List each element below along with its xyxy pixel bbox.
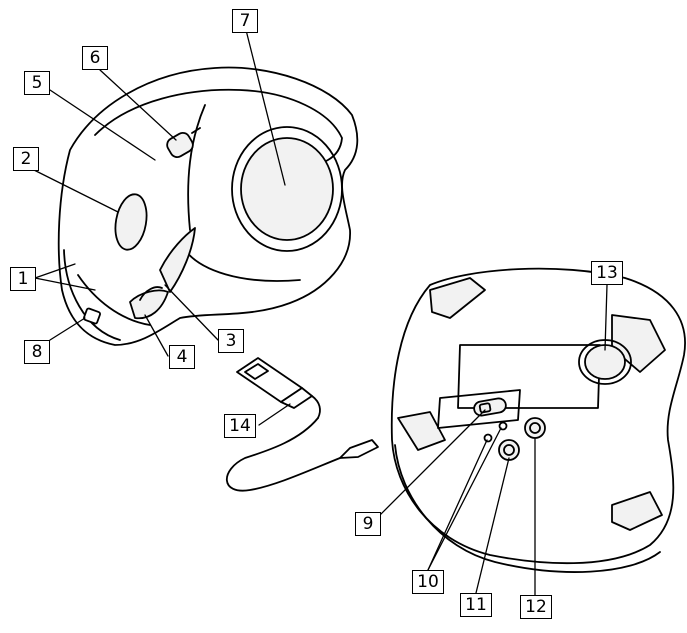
callout-8: 8 xyxy=(24,340,50,364)
mouse-top-inner-contour xyxy=(94,88,343,169)
trackball xyxy=(240,137,334,241)
power-switch-plate xyxy=(437,389,521,429)
usb-cable xyxy=(225,357,379,492)
mouse-bottom-view xyxy=(390,267,686,573)
indicator-led xyxy=(483,433,493,443)
side-button-upper xyxy=(159,227,196,293)
callout-11: 11 xyxy=(460,593,492,617)
bottom-foot xyxy=(429,277,486,319)
callout-13: 13 xyxy=(591,261,623,285)
callout-5: 5 xyxy=(24,71,50,95)
callout-2: 2 xyxy=(13,147,39,171)
callout-4: 4 xyxy=(169,345,195,369)
dpi-button xyxy=(524,417,546,439)
cable-wire xyxy=(225,417,341,492)
usb-c-plug xyxy=(339,439,379,459)
bottom-foot xyxy=(611,491,663,531)
side-button-lower xyxy=(129,289,169,320)
top-button xyxy=(166,132,194,158)
leader-lines xyxy=(29,29,608,596)
callout-12: 12 xyxy=(520,595,552,619)
callout-9: 9 xyxy=(355,512,381,536)
scroll-wheel xyxy=(114,193,148,251)
callout-3: 3 xyxy=(218,329,244,353)
indicator-led xyxy=(498,421,508,431)
cable-port xyxy=(83,307,101,325)
callout-14: 14 xyxy=(224,414,256,438)
callout-7: 7 xyxy=(232,9,258,33)
callout-10: 10 xyxy=(412,570,444,594)
bottom-foot xyxy=(397,411,446,451)
callout-1: 1 xyxy=(10,267,36,291)
callout-6: 6 xyxy=(82,46,108,70)
connect-button xyxy=(498,439,520,461)
mouse-top-view xyxy=(57,66,359,346)
